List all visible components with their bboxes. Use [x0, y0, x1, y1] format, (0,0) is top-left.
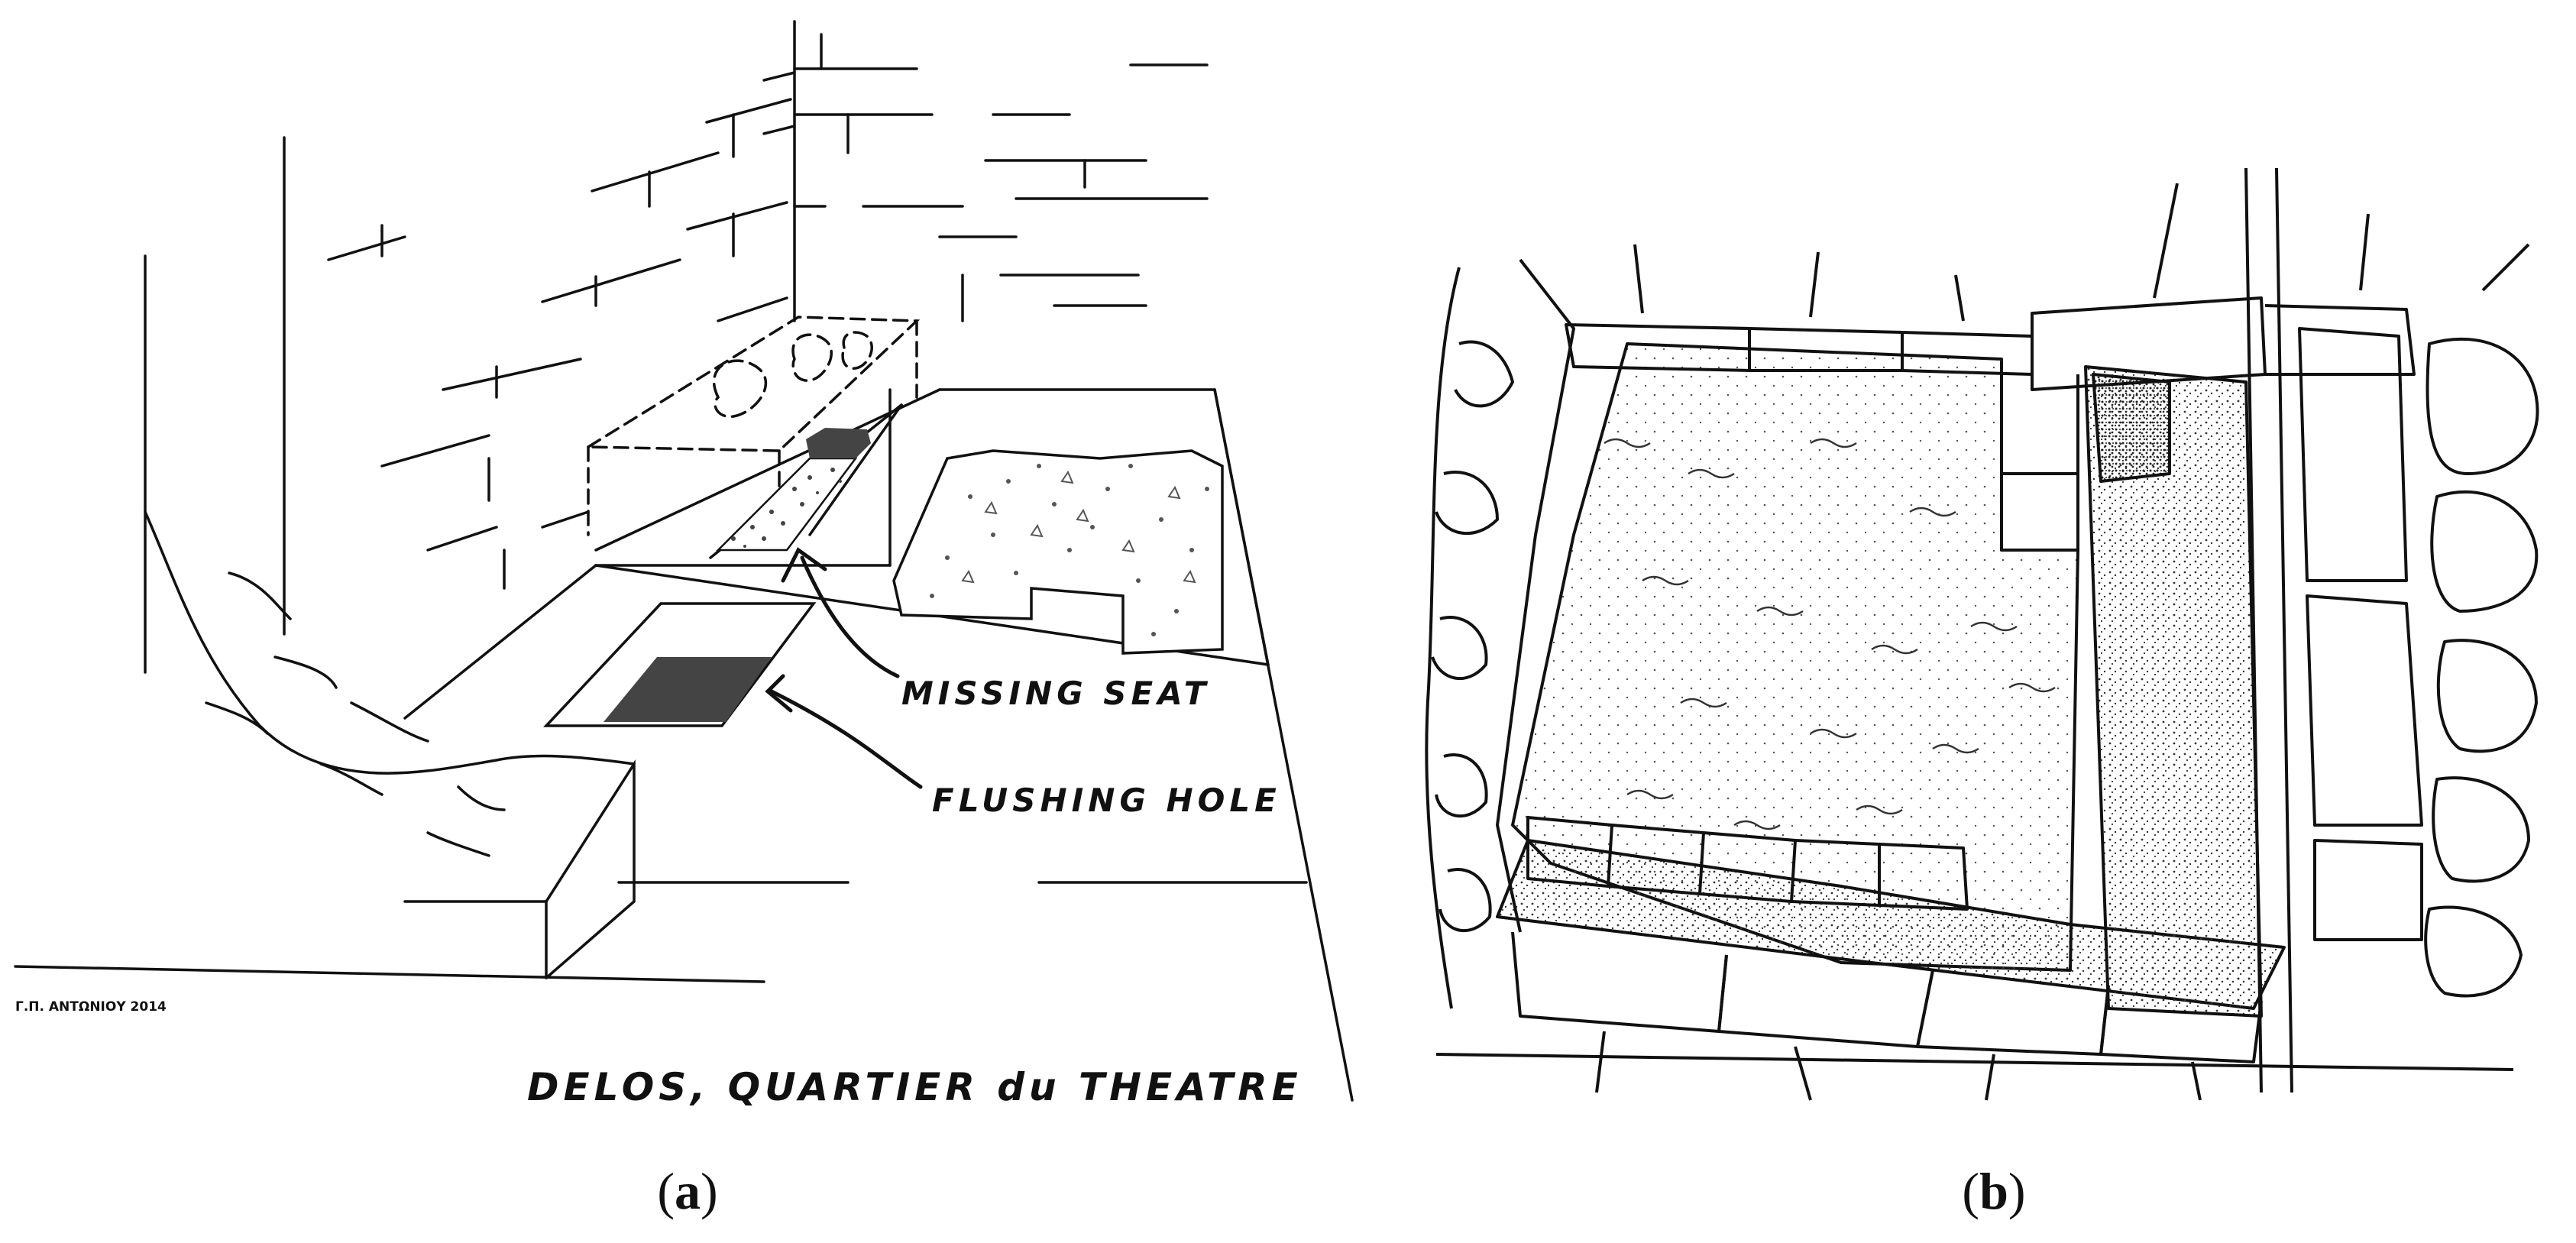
panel-a-latrine-drawing: MISSING SEAT FLUSHING HOLE Γ.Π. ΑΝΤΩΝΙΟΥ… — [0, 0, 1360, 1131]
latrine-plan-sketch — [1425, 167, 2539, 1101]
drawing-credit: Γ.Π. ΑΝΤΩΝΙΟΥ 2014 — [15, 999, 167, 1015]
caption-a: (a) — [657, 1162, 718, 1220]
label-flushing-hole: FLUSHING HOLE — [932, 782, 1281, 819]
latrine-line-drawing: MISSING SEAT FLUSHING HOLE Γ.Π. ΑΝΤΩΝΙΟΥ… — [14, 20, 1354, 1109]
site-title: DELOS, QUARTIER du THEATRE — [527, 1065, 1303, 1109]
label-missing-seat: MISSING SEAT — [901, 675, 1210, 712]
panel-b-plan-sketch — [1413, 153, 2559, 1115]
caption-b: (b) — [1962, 1162, 2026, 1220]
